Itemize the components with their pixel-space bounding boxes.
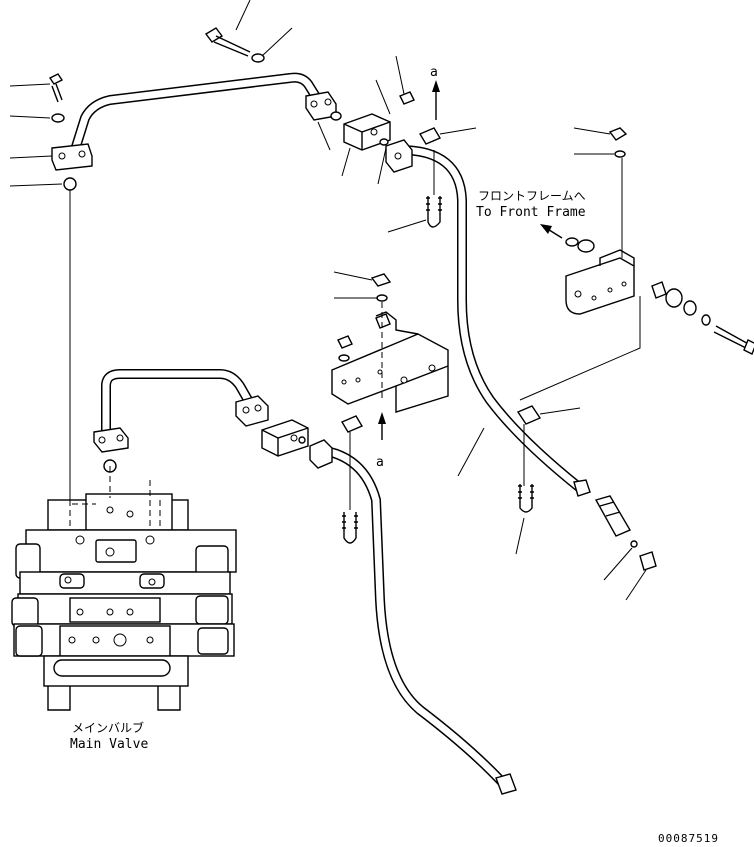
washer-bracket-top (614, 150, 626, 158)
spacer-bracket (651, 281, 667, 299)
front-frame-label-jp: フロントフレームへ (478, 189, 586, 203)
main-valve-label-jp: メインバルブ (72, 720, 144, 735)
main-valve (11, 466, 237, 711)
leader-lines (9, 0, 647, 601)
fitting-right (594, 495, 632, 537)
pipe-end-right (573, 479, 591, 497)
center-line-clamp (519, 296, 641, 401)
clamp-upper (418, 127, 442, 145)
washer-center-top (376, 294, 388, 302)
washer-left (51, 113, 65, 123)
main-valve-label-en: Main Valve (70, 737, 148, 752)
u-bolt-center (342, 512, 358, 544)
o-ring-fitting (630, 540, 638, 548)
arrow-bottom-head (378, 412, 386, 424)
flange-pipe-lower-top (309, 439, 333, 469)
clamp-lower-right (516, 405, 542, 425)
o-ring-lower (298, 436, 306, 444)
flange-left (51, 143, 93, 171)
bracket-right (565, 249, 635, 315)
o-ring-upper-2 (379, 138, 389, 146)
lower-left-pipe (101, 369, 253, 435)
flange-lower-mid (235, 395, 269, 427)
washer-center-left (338, 354, 350, 362)
nut-center-top (370, 273, 392, 287)
arrow-top-head (432, 80, 440, 92)
long-pipe-right (395, 145, 585, 493)
nut-center-left (337, 335, 353, 349)
flange-pipe-right-top (385, 139, 413, 173)
plug-upper (399, 91, 415, 105)
flange-lower-left (93, 427, 129, 453)
clamp-center (340, 415, 364, 433)
split-flange-block-lower (261, 419, 309, 457)
o-ring-left (63, 177, 77, 191)
washer-bracket-1 (565, 237, 579, 247)
front-frame-label-en: To Front Frame (476, 205, 586, 220)
cap-nut-right (639, 551, 657, 571)
nut-bracket-top (608, 127, 628, 141)
bracket-center (331, 311, 449, 413)
damper-bracket (665, 288, 683, 308)
u-bolt-upper (426, 196, 442, 228)
washer-top (251, 53, 265, 63)
washer-bracket-4 (701, 314, 711, 326)
tab-center (375, 313, 391, 329)
split-flange-block-upper (343, 113, 391, 151)
front-frame-arrow-head (540, 224, 552, 234)
pipe-end-lower (495, 773, 517, 795)
bolt-left (48, 73, 64, 103)
bolt-top (204, 27, 251, 57)
long-pipe-lower (315, 445, 507, 787)
drawing-number: 00087519 (658, 832, 719, 845)
washer-bracket-2 (577, 239, 595, 253)
upper-left-pipe (70, 72, 323, 155)
o-ring-upper (330, 111, 342, 121)
marker-a-top: a (430, 65, 438, 80)
u-bolt-lower-right (518, 484, 534, 513)
washer-bracket-3 (683, 300, 697, 316)
marker-a-bottom: a (376, 455, 384, 470)
bolt-bracket (713, 325, 754, 355)
